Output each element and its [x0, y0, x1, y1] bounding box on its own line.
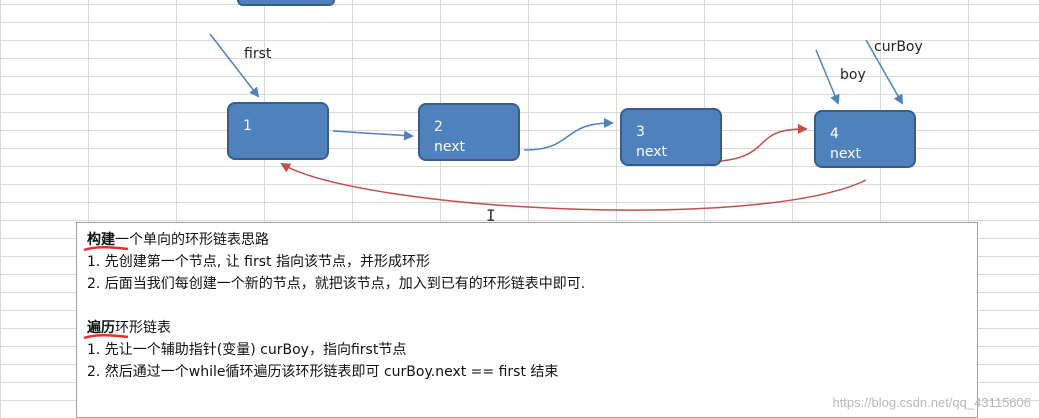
build-step-1: 1. 先创建第一个节点, 让 first 指向该节点，并形成环形 [87, 254, 430, 270]
node-1: 1 [227, 102, 329, 160]
first-pointer-arrow [209, 33, 260, 98]
traverse-step-1: 1. 先让一个辅助指针(变量) curBoy，指向first节点 [87, 342, 407, 358]
build-heading-strong: 构建 [83, 232, 129, 252]
node-4: 4 next [814, 110, 916, 168]
link-1-to-2 [332, 130, 414, 141]
red-underline-icon [83, 334, 129, 340]
node-2-next: next [434, 139, 466, 155]
boy-label: boy [840, 67, 866, 83]
boy-pointer-arrow [815, 49, 840, 105]
traverse-step-2: 2. 然后通过一个while循环遍历该环形链表即可 curBoy.next ==… [87, 364, 559, 380]
node-4-number: 4 [830, 126, 839, 142]
notes-textbox: 构建一个单向的环形链表思路 1. 先创建第一个节点, 让 first 指向该节点… [76, 222, 978, 418]
build-step-2: 2. 后面当我们每创建一个新的节点，就把该节点，加入到已有的环形链表中即可. [87, 276, 586, 292]
build-heading: 构建一个单向的环形链表思路 [83, 229, 967, 252]
link-3-to-4 [699, 123, 808, 163]
curboy-pointer-arrow [865, 39, 903, 105]
text-cursor-icon: I [486, 206, 496, 225]
partial-node-top [237, 0, 335, 6]
red-underline-icon [83, 246, 129, 252]
link-2-to-3 [523, 118, 614, 151]
traverse-heading-rest: 环形链表 [115, 320, 171, 336]
first-label: first [244, 46, 272, 62]
node-1-number: 1 [243, 118, 252, 134]
link-4-to-1 [280, 162, 867, 211]
node-2-number: 2 [434, 119, 443, 135]
watermark: https://blog.csdn.net/qq_43115606 [832, 395, 1031, 410]
node-3-number: 3 [636, 124, 645, 140]
node-2: 2 next [418, 103, 520, 161]
node-3: 3 next [620, 108, 722, 166]
node-3-next: next [636, 144, 668, 160]
traverse-heading-strong: 遍历 [83, 320, 129, 340]
traverse-heading: 遍历环形链表 [83, 317, 967, 340]
build-heading-rest: 一个单向的环形链表思路 [115, 232, 269, 248]
build-heading-strong-text: 构建 [87, 232, 115, 248]
traverse-heading-strong-text: 遍历 [87, 320, 115, 336]
curboy-label: curBoy [874, 39, 923, 55]
node-4-next: next [830, 146, 862, 162]
